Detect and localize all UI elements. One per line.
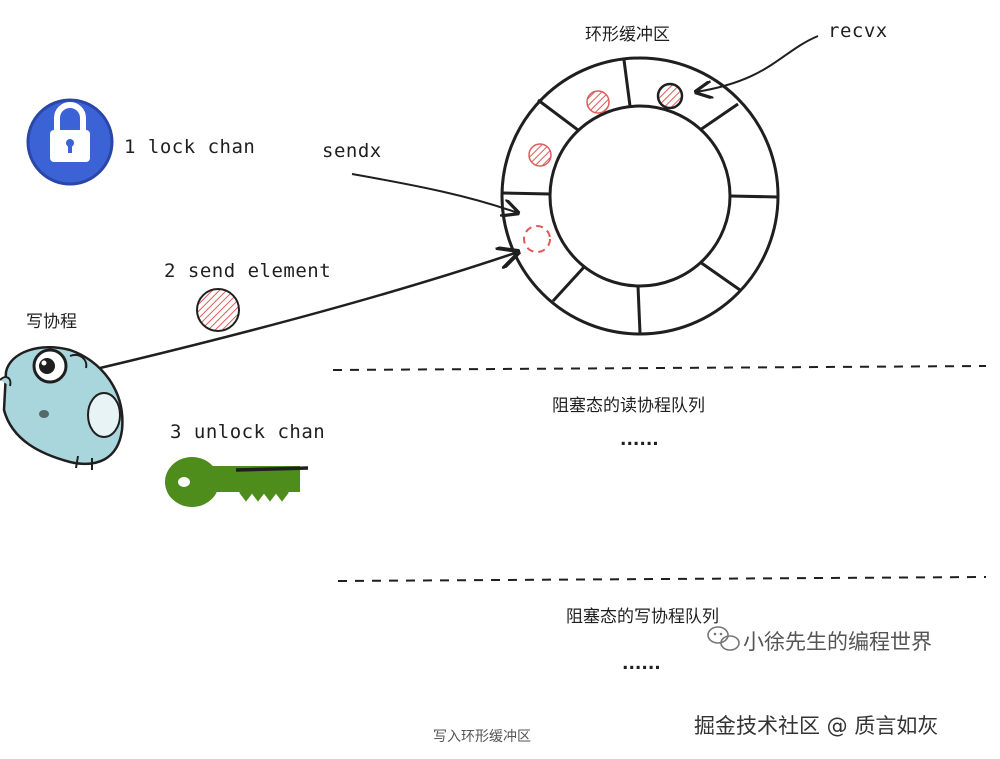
recvx-label: recvx — [828, 20, 888, 42]
key-icon — [165, 457, 309, 507]
step-unlock-label: 3 unlock chan — [170, 421, 326, 443]
write-queue-dots: ...... — [622, 654, 661, 674]
step-lock-label: 1 lock chan — [124, 136, 256, 158]
read-queue-label: 阻塞态的读协程队列 — [552, 396, 705, 416]
queue-separator-top — [332, 365, 987, 371]
lock-icon — [26, 98, 114, 186]
wechat-watermark: 小徐先生的编程世界 — [743, 630, 932, 654]
element-ball — [196, 288, 240, 332]
recvx-arrow — [696, 35, 819, 92]
sendx-label: sendx — [322, 140, 382, 162]
ring-buffer — [500, 56, 780, 336]
figure-caption: 写入环形缓冲区 — [433, 729, 531, 745]
wechat-icon — [707, 626, 740, 651]
buffer-slot-writing — [523, 225, 551, 253]
buffer-element — [586, 90, 610, 114]
step-send-label: 2 send element — [164, 260, 332, 282]
read-queue-dots: ...... — [620, 430, 659, 450]
send-arrow — [99, 252, 518, 370]
gopher-icon — [0, 346, 124, 470]
write-queue-label: 阻塞态的写协程队列 — [566, 607, 719, 627]
juejin-watermark: 掘金技术社区 @ 质言如灰 — [694, 714, 939, 738]
sendx-arrow — [351, 173, 518, 213]
buffer-element — [528, 143, 552, 167]
queue-separator-bottom — [337, 576, 987, 582]
ring-buffer-title: 环形缓冲区 — [585, 25, 670, 45]
writer-goroutine-label: 写协程 — [26, 312, 77, 332]
buffer-element — [656, 82, 684, 110]
